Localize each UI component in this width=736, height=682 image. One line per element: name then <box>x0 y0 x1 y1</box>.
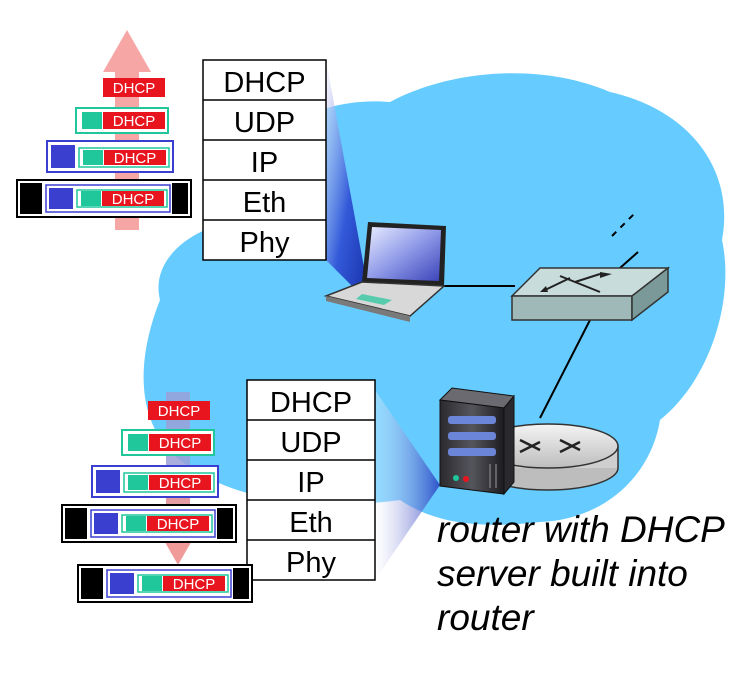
server-layer-physical: Phy <box>286 547 336 579</box>
server-packet-eth: DHCP <box>61 504 237 543</box>
client-beam <box>326 60 370 300</box>
caption-line-3: router <box>437 597 534 638</box>
packet-dhcp-label: DHCP <box>113 80 156 97</box>
server-layer-app: DHCP <box>270 387 352 419</box>
client-layer-physical: Phy <box>240 227 290 259</box>
server-layer-link: Eth <box>289 507 333 539</box>
client-protocol-stack: DHCP UDP IP Eth Phy <box>202 59 327 261</box>
link-dashed <box>611 211 637 237</box>
packet-ip-dhcp-label: DHCP <box>159 475 202 492</box>
client-layer-link: Eth <box>243 187 287 219</box>
client-packet-eth: DHCP <box>16 179 192 218</box>
packet-eth-dhcp-label: DHCP <box>112 191 155 208</box>
packet-udp-dhcp-label: DHCP <box>113 113 156 130</box>
packet-udp-dhcp-label: DHCP <box>159 435 202 452</box>
packet-dhcp-label: DHCP <box>158 403 201 420</box>
packet-phy-dhcp-label: DHCP <box>173 576 216 593</box>
server-layer-network: IP <box>297 467 324 499</box>
server-layer-transport: UDP <box>280 427 341 459</box>
client-packet-dhcp: DHCP <box>103 78 165 97</box>
packet-eth-dhcp-label: DHCP <box>157 516 200 533</box>
server-packet-udp: DHCP <box>121 429 215 456</box>
client-packet-ip: DHCP <box>46 140 174 173</box>
server-packet-dhcp: DHCP <box>148 401 210 420</box>
router-caption: router with DHCP server built into route… <box>437 508 732 640</box>
laptop-icon <box>323 222 446 322</box>
link-switch-router <box>539 319 591 419</box>
client-layer-network: IP <box>251 147 278 179</box>
packet-ip-dhcp-label: DHCP <box>114 150 157 167</box>
link-switch-up <box>619 251 639 269</box>
server-protocol-stack: DHCP UDP IP Eth Phy <box>246 379 376 581</box>
server-beam <box>375 390 440 580</box>
server-packet-phy: DHCP <box>77 564 253 603</box>
server-packet-ip: DHCP <box>91 465 219 498</box>
caption-line-1: router with DHCP <box>437 509 725 550</box>
server-icon <box>438 387 515 496</box>
client-layer-transport: UDP <box>234 107 295 139</box>
client-packet-udp: DHCP <box>75 107 169 134</box>
switch-icon <box>510 266 671 322</box>
client-layer-app: DHCP <box>223 67 305 99</box>
caption-line-2: server built into <box>437 553 688 594</box>
